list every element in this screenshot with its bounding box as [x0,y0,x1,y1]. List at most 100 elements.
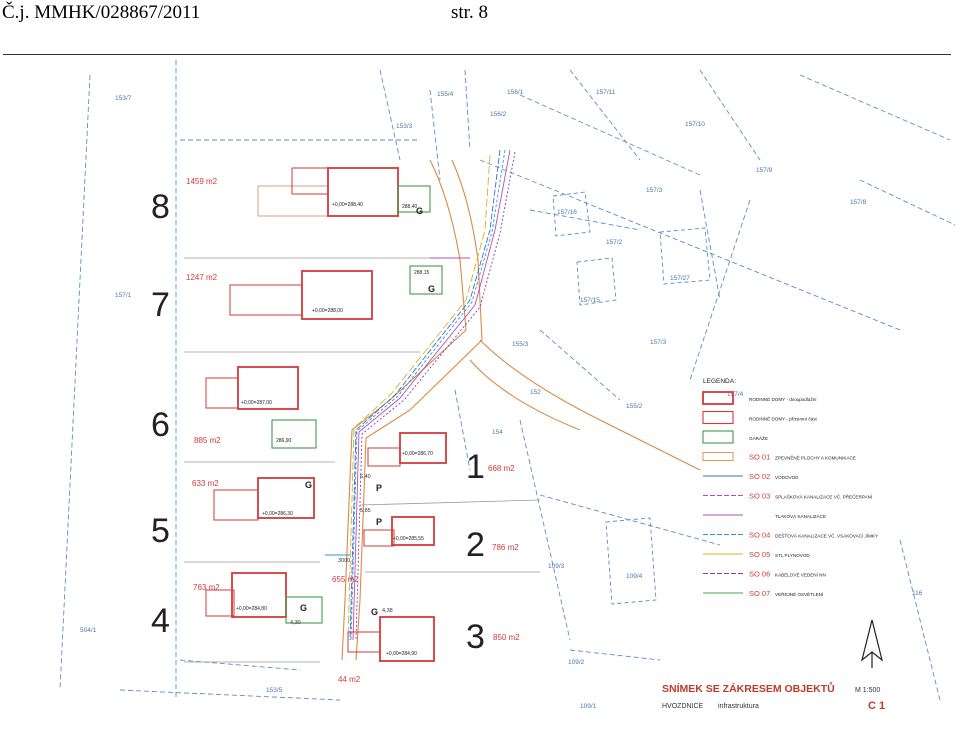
house-lot-8: +0,00=288,40 288,40 [257,167,431,217]
parking-mark: P [376,483,382,493]
parcel-number: 109/3 [548,563,565,570]
legend-item: SO 05 STL PLYNOVOD [703,550,810,559]
legend-label: KABELOVÉ VEDENÍ NN [775,572,826,578]
garage-mark: G [300,603,307,613]
parcel-number: 157/27 [670,275,690,282]
parcel-number: 504/1 [80,627,97,634]
legend-code: SO 06 [749,570,770,579]
drawing-title: SNÍMEK SE ZÁKRESEM OBJEKTŮ [662,681,835,695]
parcel-number: 157/15 [580,297,600,304]
title-block: SNÍMEK SE ZÁKRESEM OBJEKTŮ HVOZDNICE inf… [662,681,885,712]
lot-number: 6 [151,406,170,444]
drawing-subtitle: infrastruktura [718,703,759,710]
parcel-number: 157/3 [646,187,663,194]
parcel-number: 109/4 [626,573,643,580]
legend: LEGENDA: RODINNÉ DOMY - dvoupodlažníRODI… [702,378,878,598]
lot-area: 655 m2 [332,575,359,584]
legend-item: RODINNÉ DOMY - dvoupodlažní [702,391,817,405]
site-marks: G G G G G P P [300,206,435,617]
garage-mark: G [305,480,312,490]
house-lot-2: +0,00=285,55 [363,516,435,547]
legend-label: RODINNÉ DOMY - přízemní část [749,416,818,422]
house-outline [379,616,435,662]
garage-mark: G [416,206,423,216]
legend-code: SO 02 [749,472,770,481]
legend-item: SO 06 KABELOVÉ VEDENÍ NN [703,570,826,579]
parcel-number: 109/2 [568,659,585,666]
garage-outline [271,419,317,449]
legend-code: SO 05 [749,550,770,559]
dimension-label: 6,40 [360,474,371,480]
lot-number: 7 [151,286,170,324]
lot-area: 763 m2 [193,583,220,592]
house-outline [327,167,399,217]
lot-number: 4 [151,602,170,640]
garage-mark: G [428,284,435,294]
legend-label: ZPEVNĚNÉ PLOCHY A KOMUNIKACE [775,454,856,461]
house-annex-outline [363,529,395,547]
lot-area: 885 m2 [194,436,221,445]
legend-label: STL PLYNOVOD [775,553,810,558]
parcel-number: 153/3 [396,123,413,130]
page-number: str. 8 [451,2,488,23]
house-lot-7: +0,00=288,00 288,15 [229,265,443,320]
lot-area: 44 m2 [338,675,361,684]
legend-code: SO 04 [749,531,770,540]
dimension-labels: 6,40 5,85 4,38 4,30 3000 [290,474,393,626]
lot-area: 786 m2 [492,543,519,552]
lot-number: 5 [151,512,170,550]
parcel-number: 157/16 [557,209,577,216]
floor-level-label: +0,00=288,00 [312,308,343,314]
legend-label: DEŠŤOVÁ KANALIZACE VČ. VSAKOVACÍ JÍMKY [775,532,878,539]
garage-level-label: 288,15 [414,270,430,276]
north-arrow-icon [860,619,884,668]
lot-number: 1 [466,448,485,486]
house-outline [237,366,299,410]
dimension-label: 4,38 [382,608,393,614]
legend-label: TLAKOVÁ KANALIZACE [775,513,826,519]
parcel-number: 157/8 [850,199,867,206]
legend-code: SO 07 [749,589,770,598]
parcel-number: 155/2 [626,403,643,410]
house-annex-outline [205,377,239,409]
parcel-number: 157/9 [756,167,773,174]
legend-label: RODINNÉ DOMY - dvoupodlažní [749,396,817,402]
legend-swatch [702,430,734,444]
parcel-number: 155/4 [437,91,454,98]
house-lot-1: +0,00=286,70 [367,432,447,467]
legend-code: SO 01 [749,453,770,462]
garage-level-label: 288,40 [402,204,418,210]
legend-swatch [702,391,734,405]
floor-level-label: +0,00=286,30 [262,511,293,517]
dimension-label: 4,30 [290,620,301,626]
lot-area: 1247 m2 [186,273,218,282]
parcel-number: 153/7 [115,95,132,102]
legend-item: SO 04 DEŠŤOVÁ KANALIZACE VČ. VSAKOVACÍ JÍ… [703,531,878,540]
house-annex-outline [367,447,401,467]
legend-label: VEŘEJNÉ OSVĚTLENÍ [775,590,824,597]
floor-level-label: +0,00=287,00 [241,400,272,406]
garage-mark: G [371,607,378,617]
lot-number: 2 [466,526,485,564]
house-outline [301,270,373,320]
house-outline [257,477,315,519]
legend-title: LEGENDA: [703,378,736,385]
house-outline [231,572,287,618]
parcel-number: 153/5 [266,687,283,694]
garage-outline [285,596,323,624]
parcel-number: 157/3 [650,339,667,346]
parcel-number: 116 [912,590,923,597]
parcel-number: 154 [492,429,503,436]
legend-item: SO 01 ZPEVNĚNÉ PLOCHY A KOMUNIKACE [702,452,856,462]
parcel-number: 156/1 [507,89,524,96]
existing-buildings [552,191,711,605]
floor-level-label: +0,00=288,40 [332,202,363,208]
parcel-number: 155/3 [512,341,529,348]
drawing-place: HVOZDNICE [662,703,704,710]
legend-item: RODINNÉ DOMY - přízemní část [702,410,818,425]
